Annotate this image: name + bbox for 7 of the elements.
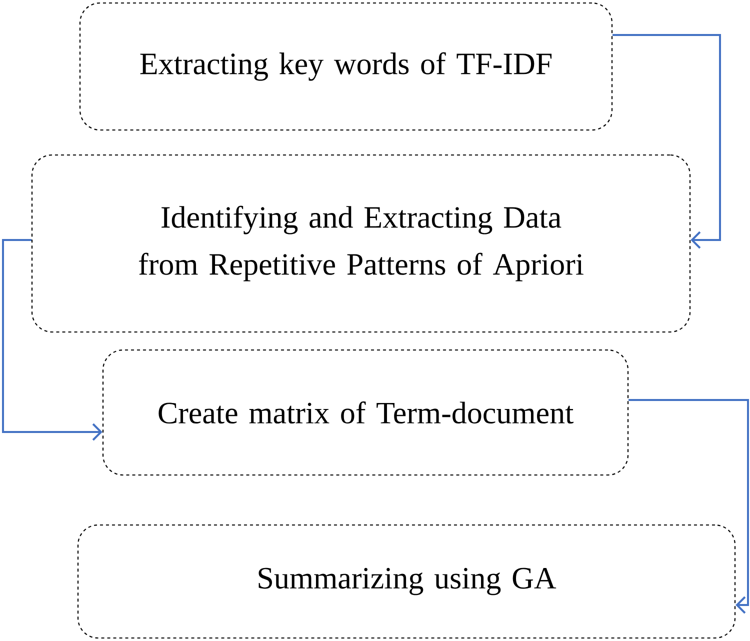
process-box: Create matrix of Term-document [102,349,629,476]
arrow [628,399,749,614]
process-box: Extracting key words of TF-IDF [79,2,613,131]
process-box: Summarizing using GA [77,524,736,639]
arrow [2,239,102,441]
process-box: Identifying and Extracting Data from Repetitive Patterns of Apriori [31,154,691,333]
arrow [612,34,721,249]
